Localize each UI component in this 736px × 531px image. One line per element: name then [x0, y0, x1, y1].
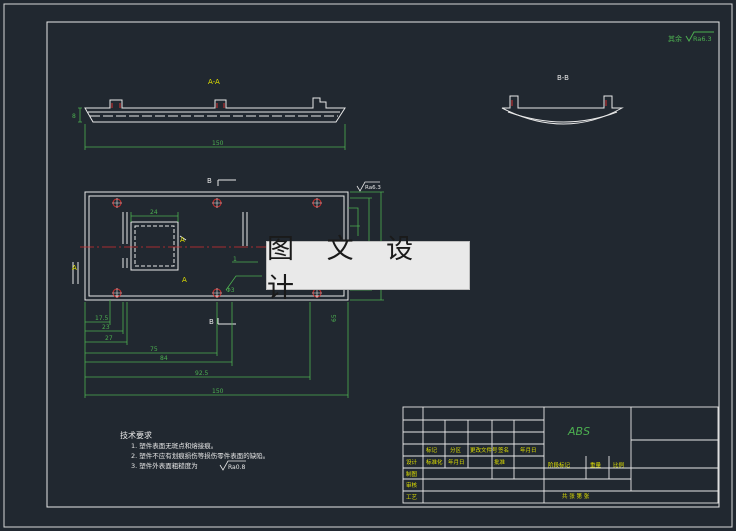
view-mark-b-bottom: B [209, 318, 214, 326]
tb-header-1: 分区 [450, 446, 462, 454]
tb-stage: 阶段标记 [548, 461, 571, 469]
dim-r1: 1 [233, 256, 237, 263]
view-mark-a-center: A [180, 236, 185, 244]
section-aa-label: A-A [208, 78, 220, 86]
plan-dimensions [84, 191, 384, 398]
dim-65: 65 [331, 314, 338, 322]
svg-text:150: 150 [212, 140, 224, 147]
tb-col-std: 标准化 [426, 458, 443, 466]
notes-title: 技术要求 [120, 430, 152, 440]
watermark: 图 文 设 计 [266, 234, 470, 304]
tb-row-draw: 制图 [406, 470, 418, 478]
roughness-label: 其余 [668, 34, 682, 43]
view-mark-a-lower: A [182, 276, 187, 284]
aa-dim-length: 150 8 [72, 107, 346, 150]
dim-84: 84 [160, 355, 168, 362]
roughness-value: Ra6.3 [693, 35, 712, 43]
tb-scale: 比例 [613, 461, 625, 469]
dim-27: 27 [105, 335, 113, 342]
view-mark-b-top: B [207, 177, 212, 185]
inner-frame [46, 21, 720, 508]
roughness-check-icon [685, 31, 714, 42]
face-roughness-value: Ra6.3 [365, 185, 381, 191]
tb-row-process: 工艺 [406, 494, 418, 501]
dim-24: 24 [150, 209, 158, 216]
view-mark-a-left: A [72, 264, 77, 272]
outer-frame [3, 3, 733, 528]
section-marks [72, 179, 236, 325]
notes-item-2: 2. 塑件不应有划痕损伤等损伤零件表面的缺陷。 [131, 451, 269, 460]
dim-17-5: 17.5 [95, 315, 109, 322]
face-roughness-icon [356, 181, 380, 192]
tb-header-4: 年月日 [520, 446, 537, 454]
title-material: ABS [567, 425, 590, 438]
tb-col-date: 年月日 [448, 458, 465, 466]
title-block [402, 406, 719, 504]
tb-sheet: 共 张 第 张 [562, 492, 590, 500]
dim-150: 150 [212, 388, 224, 395]
notes-item-3: 3. 塑件外表面粗糙度为 [131, 461, 198, 470]
tb-row-check: 审核 [406, 481, 418, 489]
notes-item-1: 1. 塑件表面无斑点和熔接痕。 [131, 441, 217, 450]
dim-phi3: Φ3 [226, 287, 235, 294]
notes-roughness: Ra0.8 [228, 464, 245, 471]
dim-92-5: 92.5 [195, 370, 209, 377]
tb-weight: 重量 [590, 461, 602, 469]
tb-header-2: 更改文件号 [470, 446, 498, 454]
section-bb-label: B-B [557, 74, 569, 82]
svg-text:8: 8 [72, 113, 76, 120]
dim-23: 23 [102, 324, 110, 331]
tb-header-3: 签名 [498, 446, 509, 454]
section-bb-view [501, 95, 624, 125]
notes-roughness-icon [219, 460, 246, 471]
tb-col-approve: 批准 [494, 458, 506, 466]
tb-header-0: 标记 [426, 446, 438, 454]
dim-75: 75 [150, 346, 158, 353]
tb-row-design: 设计 [406, 458, 418, 466]
section-aa-view [84, 97, 346, 123]
